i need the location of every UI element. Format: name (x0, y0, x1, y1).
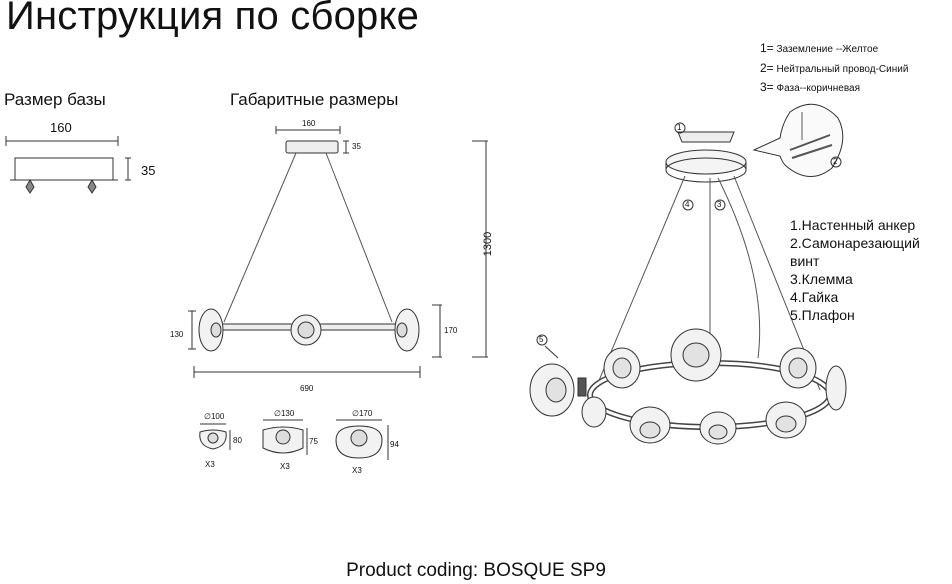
callout-1: 1 (677, 123, 682, 132)
shade-2-diameter: ∅130 (274, 409, 295, 418)
base-height-value: 35 (141, 163, 156, 178)
installation-drawing (529, 103, 847, 445)
shade-details (199, 419, 389, 460)
wire-legend-text: Нейтральный провод-Синий (776, 64, 909, 75)
wire-legend-item-3: 3= Фаза--коричневая (760, 80, 860, 94)
base-width-value: 160 (50, 120, 72, 135)
parts-list-item: 3.Клемма (790, 271, 853, 287)
parts-list-item: 2.Самонарезающий винт (790, 235, 920, 269)
shade-3-qty: X3 (352, 466, 362, 475)
overall-drawing (188, 126, 488, 378)
wire-legend-num: 1= (760, 41, 774, 55)
right-shade-height-value: 170 (444, 326, 458, 335)
top-width-value: 160 (302, 119, 316, 128)
wire-legend-text: Заземление --Желтое (776, 44, 879, 55)
callout-5: 5 (539, 335, 544, 344)
shade-3-height: 94 (390, 440, 399, 449)
callout-4: 4 (685, 200, 690, 209)
base-drawing (5, 136, 131, 194)
shade-2-qty: X3 (280, 462, 290, 471)
page-title: Инструкция по сборке (6, 0, 420, 38)
parts-list-item: 1.Настенный анкер (790, 217, 916, 233)
shade-1-qty: X3 (205, 460, 215, 469)
left-shade-height-value: 130 (170, 330, 184, 339)
total-height-value: 1300 (482, 231, 495, 257)
product-coding: Product coding: BOSQUE SP9 (346, 560, 606, 581)
callout-2: 2 (833, 157, 838, 166)
callout-3: 3 (717, 200, 722, 209)
wire-legend-text: Фаза--коричневая (776, 83, 860, 94)
shade-3-diameter: ∅170 (352, 409, 373, 418)
parts-list-item: 5.Плафон (790, 307, 855, 323)
shade-2-height: 75 (309, 437, 318, 446)
parts-list-item: 4.Гайка (790, 289, 839, 305)
wire-legend-item-2: 2= Нейтральный провод-Синий (760, 61, 908, 75)
wire-legend-item-1: 1= Заземление --Желтое (760, 41, 878, 55)
total-width-value: 690 (300, 384, 314, 393)
shade-1-height: 80 (233, 436, 242, 445)
parts-list: 1.Настенный анкер 2.Самонарезающий винт … (790, 216, 952, 324)
base-size-label: Размер базы (4, 90, 106, 109)
wire-legend-num: 2= (760, 61, 774, 75)
overall-dimensions-label: Габаритные размеры (230, 90, 399, 109)
shade-1-diameter: ∅100 (204, 412, 225, 421)
top-height-value: 35 (352, 142, 361, 151)
wire-legend-num: 3= (760, 80, 774, 94)
